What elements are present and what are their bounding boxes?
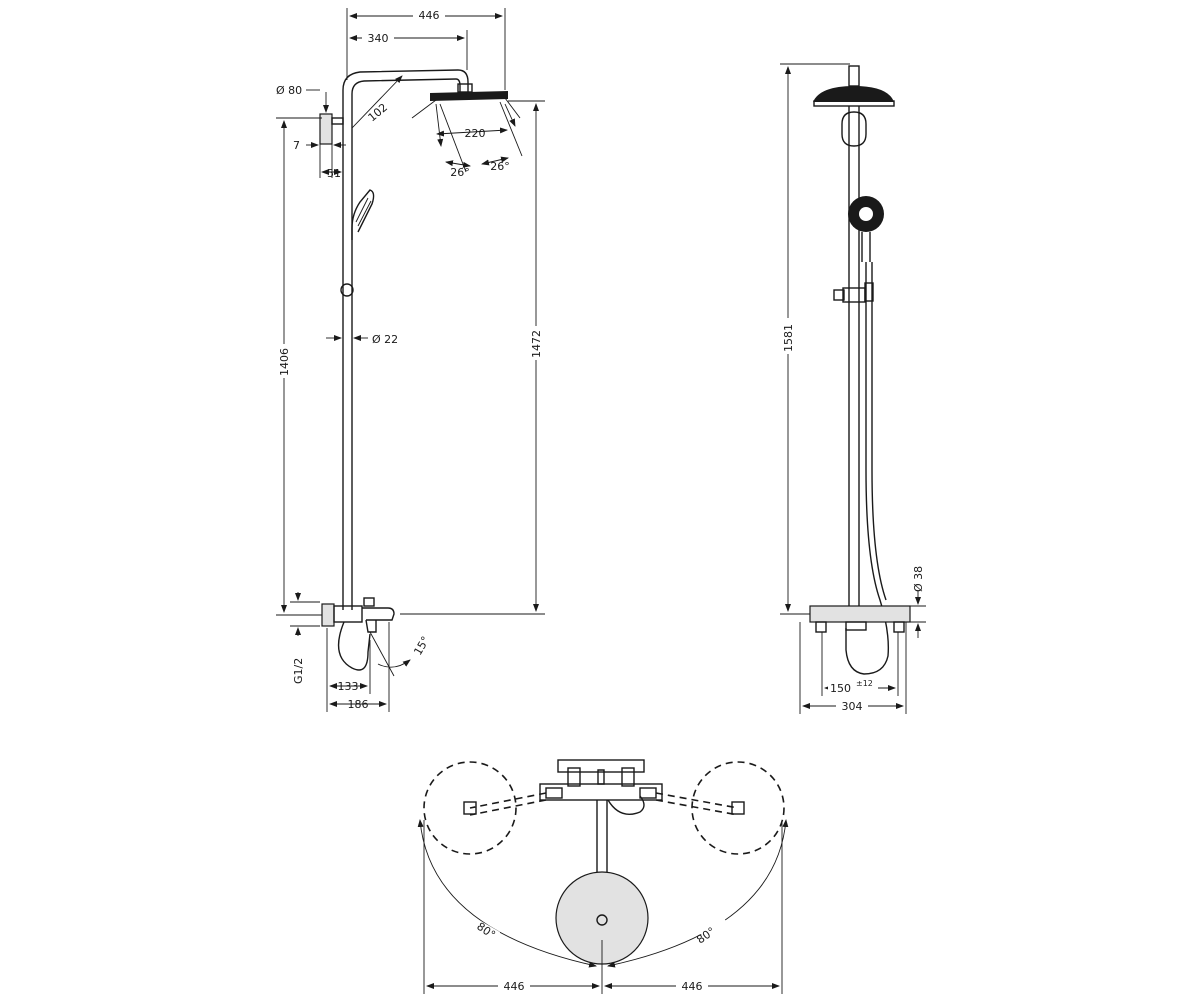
- overhead-shower-side: 220 26° 26°: [411, 83, 523, 179]
- hand-shower-side: [351, 189, 375, 240]
- pipe-diameter-label: Ø 22: [372, 333, 398, 346]
- tilt-right-label: 26°: [490, 160, 510, 173]
- slider-knob: [340, 283, 354, 297]
- dimension-height-head: 1472: [400, 100, 545, 615]
- dimension-spout-angle: 15°: [369, 631, 432, 677]
- dimension-thread: G1/2: [290, 592, 320, 684]
- mixer-front: [809, 605, 911, 633]
- dimension-pipe-diameter: Ø 22: [326, 333, 398, 346]
- spout-angle-label: 15°: [411, 634, 432, 657]
- dimension-arm-offset: 102: [351, 75, 403, 129]
- reach-right-label: 446: [682, 980, 703, 993]
- hose-front-inner: [871, 262, 887, 601]
- top-view: 80° 80° 446 446: [417, 759, 789, 994]
- bracket-diameter-label: Ø 80: [276, 84, 302, 97]
- spout-reach-short-label: 133: [338, 680, 359, 693]
- height-bracket-label: 1406: [278, 348, 291, 376]
- wall-bracket: Ø 80: [276, 84, 344, 145]
- total-height-label: 1581: [782, 324, 795, 352]
- mixer-side: [321, 597, 395, 671]
- spacing-tolerance-label: ±12: [856, 679, 873, 688]
- thread-label: G1/2: [292, 658, 305, 684]
- spout-reach-long-label: 186: [348, 698, 369, 711]
- dimension-height-bracket: 1406: [276, 117, 322, 616]
- dimension-body-diameter: Ø 38: [908, 566, 926, 638]
- hose-front: [845, 262, 890, 675]
- riser-pipe: [342, 69, 469, 610]
- head-width-label: 220: [465, 127, 486, 140]
- overhead-shower-front: [813, 65, 895, 107]
- head-top-center: [596, 914, 608, 926]
- dimension-spout-reach: 133 186: [326, 622, 390, 712]
- wall-gap-label: 7: [293, 139, 300, 152]
- dimension-arm-length-label: 340: [368, 32, 389, 45]
- riser-front: [848, 106, 860, 610]
- bracket-front: [841, 111, 867, 147]
- dimension-body-width: 304: [799, 622, 907, 714]
- body-diameter-label: Ø 38: [912, 566, 925, 592]
- height-head-label: 1472: [530, 330, 543, 358]
- dimension-reach: 446 446: [423, 820, 783, 994]
- front-view: 1581 Ø 38 150 ±12 304: [780, 63, 926, 714]
- mixer-top: [539, 759, 663, 815]
- bracket-depth-label: 51: [327, 167, 341, 180]
- dimension-arm-length: 340: [349, 30, 468, 70]
- arm-swing-left: [463, 792, 547, 816]
- arm-swing-right: [655, 792, 745, 816]
- dimension-arm-offset-label: 102: [366, 101, 390, 124]
- hand-shower-front: [848, 196, 884, 262]
- dimension-connection-spacing: 150 ±12: [821, 632, 899, 696]
- dimension-wall-gap: 7: [293, 138, 346, 178]
- dimension-width-overall-label: 446: [419, 9, 440, 22]
- body-width-label: 304: [842, 700, 863, 713]
- reach-left-label: 446: [504, 980, 525, 993]
- dimension-bracket-depth: 51: [321, 167, 342, 180]
- swing-circle-right: [691, 761, 785, 855]
- connection-spacing-label: 150: [830, 682, 851, 695]
- tilt-left-label: 26°: [450, 166, 470, 179]
- side-view: 446 340 220 26° 26°: [276, 8, 545, 712]
- dimension-width-overall: 446: [346, 8, 506, 90]
- dimension-total-height: 1581: [780, 63, 850, 615]
- holder-front: [833, 282, 874, 303]
